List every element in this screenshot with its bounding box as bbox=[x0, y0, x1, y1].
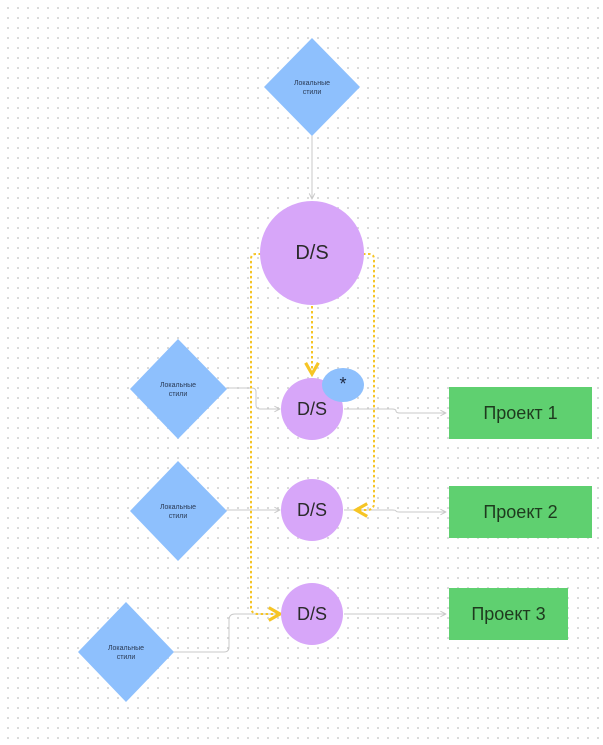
edge-main-ds-to-ds-3 bbox=[250, 253, 280, 614]
circle-ds-3[interactable] bbox=[281, 583, 343, 645]
top-local-label: Локальные стили bbox=[293, 80, 331, 96]
badge-asterisk[interactable] bbox=[322, 368, 364, 402]
edge-ds-2-to-project-2 bbox=[344, 510, 446, 512]
diamond-local-1[interactable] bbox=[130, 339, 227, 439]
badge-label: * bbox=[339, 374, 347, 394]
edge-local-3-to-ds-3 bbox=[173, 614, 280, 653]
circle-ds-2[interactable] bbox=[281, 479, 343, 541]
diamond-local-2[interactable] bbox=[130, 461, 227, 561]
ds-3-label: D/S bbox=[296, 604, 327, 624]
rect-project-2[interactable] bbox=[449, 486, 592, 538]
local-1-label: Локальные стили bbox=[159, 382, 197, 398]
ds-1-label: D/S bbox=[296, 399, 327, 419]
circle-main-ds[interactable] bbox=[260, 201, 364, 305]
project-3-label: Проект 3 bbox=[471, 604, 546, 624]
diamond-local-3[interactable] bbox=[78, 602, 174, 702]
edge-local-1-to-ds-1 bbox=[226, 387, 280, 409]
main-ds-label: D/S bbox=[295, 242, 329, 264]
rect-project-3[interactable] bbox=[449, 588, 568, 640]
project-2-label: Проект 2 bbox=[483, 502, 558, 522]
edge-main-ds-to-ds-2 bbox=[356, 253, 375, 510]
local-2-label: Локальные стили bbox=[159, 504, 197, 520]
ds-2-label: D/S bbox=[296, 500, 327, 520]
local-3-label: Локальные стили bbox=[107, 645, 145, 661]
rect-project-1[interactable] bbox=[449, 387, 592, 439]
edge-ds-1-to-project-1 bbox=[344, 408, 446, 413]
project-1-label: Проект 1 bbox=[483, 403, 558, 423]
diamond-top-local[interactable] bbox=[264, 38, 360, 136]
